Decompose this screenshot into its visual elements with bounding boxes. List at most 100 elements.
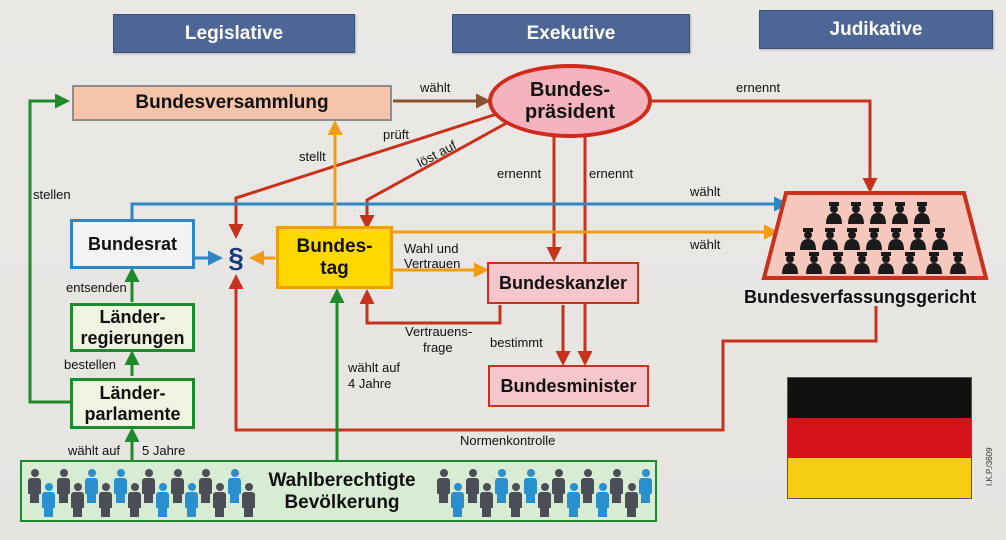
judge-icon [866,228,882,250]
node-bundesminister-label: Bundesminister [500,375,637,396]
node-bundeskanzler: Bundeskanzler [487,262,639,304]
header-judicative: Judikative [759,10,993,49]
judge-icon [926,252,942,274]
edge-vertrauensfrage [359,289,502,325]
judge-icon [806,252,822,274]
label-bestimmt: bestimmt [490,335,543,350]
node-bundesversammlung-label: Bundesversammlung [135,92,329,114]
label-waehlt-bt: wählt [690,237,721,252]
person-icon [596,483,609,517]
person-icon [42,483,55,517]
person-icon [495,469,508,503]
label-ernennt-bvg: ernennt [736,80,781,95]
header-legislative-label: Legislative [184,22,284,44]
person-icon [437,469,450,503]
node-bundestag-label-1: Bundes- [296,236,373,258]
node-bundestag: Bundes- tag [276,226,393,289]
label-vertrauensfrage-1: Vertrauens- [405,324,473,339]
node-bundespraesident-label-1: Bundes- [530,78,610,101]
court-bench-icon [761,191,989,280]
node-bundesverfassungsgericht: Bundesverfassungsgericht [744,284,1006,310]
flag-stripe-red [788,418,971,458]
person-icon [625,483,638,517]
person-icon [639,469,652,503]
node-bundesrat: Bundesrat [70,219,195,269]
label-ernennt-2: ernennt [589,166,634,181]
node-bevoelkerung-label-2: Bevölkerung [284,491,400,513]
header-executive: Exekutive [452,14,690,53]
flag-stripe-black [788,378,971,418]
label-ernennt-1: ernennt [497,166,542,181]
person-icon [524,469,537,503]
judge-icon [910,228,926,250]
person-icon [538,483,551,517]
label-waehlt-auf-5-2: 5 Jahre [142,443,186,458]
node-bundesrat-label: Bundesrat [87,233,177,254]
judge-icon [830,252,846,274]
judge-icon [870,202,886,224]
person-icon [552,469,565,503]
person-icon [114,469,127,503]
german-flag-icon [787,377,972,499]
person-icon [581,469,594,503]
person-icon [509,483,522,517]
person-icon [71,483,84,517]
edge-loest-auf [359,118,513,230]
person-icon [185,483,198,517]
label-waehlt-auf-4-2: 4 Jahre [348,376,392,391]
judge-icon [848,202,864,224]
edge-ernennt-bvg [651,99,878,193]
label-bestellen: bestellen [64,357,117,372]
node-bevoelkerung: Wahlberechtigte Bevölkerung [20,460,657,522]
judge-icon [892,202,908,224]
node-bevoelkerung-label: Wahlberechtigte Bevölkerung [257,470,427,514]
label-vertrauensfrage-2: frage [423,340,453,355]
node-paragraph-label: § [228,242,244,274]
header-judicative-label: Judikative [829,18,923,40]
label-prueft: prüft [383,127,410,142]
judge-icon [902,252,918,274]
node-paragraph: § [221,240,251,276]
label-entsenden: entsenden [66,280,127,295]
person-icon [610,469,623,503]
node-bundesversammlung: Bundesversammlung [72,85,392,121]
judge-icon [878,252,894,274]
node-bundestag-label-2: tag [320,257,349,279]
label-waehlt-bp: wählt [420,80,451,95]
person-icon [567,483,580,517]
person-icon [85,469,98,503]
label-vertrauen: Vertrauen [404,256,461,271]
edge-prueft [228,110,504,239]
person-icon [171,469,184,503]
judge-icon [782,252,798,274]
node-bundespraesident-label-2: präsident [524,101,616,123]
node-laenderregierungen-label-1: Länder- [99,307,166,328]
judge-icon [822,228,838,250]
header-executive-label: Exekutive [526,22,616,44]
label-normenkontrolle: Normenkontrolle [460,433,556,448]
image-credit: I.K.P./3609 [985,447,994,486]
person-icon [480,483,493,517]
person-icon [142,469,155,503]
crowd-right-icon [437,467,653,521]
label-waehlt-br: wählt [690,184,721,199]
label-waehlt-auf-4-1: wählt auf [348,360,401,375]
judge-icon [950,252,966,274]
judge-icon [888,228,904,250]
node-laenderparlamente-label-2: parlamente [84,403,181,424]
node-laenderregierungen-label-2: regierungen [80,327,185,348]
person-icon [99,483,112,517]
node-bundespraesident: Bundes- präsident [488,64,652,138]
header-legislative: Legislative [113,14,355,53]
person-icon [228,469,241,503]
node-bundeskanzler-label: Bundeskanzler [498,272,628,293]
node-bundesminister: Bundesminister [488,365,649,407]
label-waehlt-auf-5-1: wählt auf [68,443,121,458]
edge-waehlt-br [130,196,789,219]
crowd-left-icon [28,467,256,521]
edge-stellen [28,93,70,404]
node-laenderregierungen: Länder- regierungen [70,303,195,352]
flag-stripe-gold [788,458,971,498]
